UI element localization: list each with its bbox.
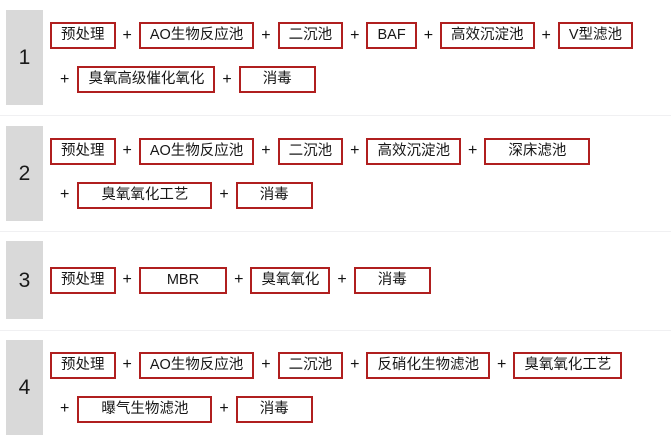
scheme-row: 2 预处理 + AO生物反应池 + 二沉池 + 高效沉淀池 + 深床滤池 + 臭… (0, 115, 671, 230)
step-box[interactable]: 消毒 (235, 181, 313, 209)
row-index-badge: 3 (6, 241, 43, 320)
plus-connector: + (122, 356, 132, 374)
row-index-cell: 3 (0, 231, 50, 330)
plus-connector: + (261, 26, 271, 44)
step-box[interactable]: 预处理 (50, 266, 116, 294)
step-box[interactable]: 二沉池 (277, 22, 344, 50)
step-box[interactable]: 臭氧氧化 (250, 266, 331, 294)
step-box[interactable]: 预处理 (50, 137, 116, 165)
step-box[interactable]: 高效沉淀池 (366, 137, 461, 165)
row-steps: 预处理 + MBR + 臭氧氧化 + 消毒 (50, 231, 671, 330)
row-steps: 预处理 + AO生物反应池 + 二沉池 + BAF + 高效沉淀池 + V型滤池… (50, 0, 671, 115)
plus-connector: + (122, 271, 132, 289)
row-index-cell: 1 (0, 0, 50, 115)
row-steps: 预处理 + AO生物反应池 + 二沉池 + 高效沉淀池 + 深床滤池 + 臭氧氧… (50, 115, 671, 230)
step-box[interactable]: AO生物反应池 (138, 137, 255, 165)
step-line: + 臭氧氧化工艺 + 消毒 (50, 173, 667, 217)
scheme-row: 3 预处理 + MBR + 臭氧氧化 + 消毒 (0, 230, 671, 330)
row-index-badge: 4 (6, 339, 43, 435)
plus-connector: + (122, 142, 132, 160)
step-box[interactable]: 臭氧氧化工艺 (513, 351, 623, 379)
plus-connector: + (219, 400, 229, 418)
step-box[interactable]: 预处理 (50, 22, 116, 50)
plus-connector: + (60, 186, 70, 204)
step-line: 预处理 + MBR + 臭氧氧化 + 消毒 (50, 258, 667, 302)
plus-connector: + (122, 26, 132, 44)
step-box[interactable]: BAF (366, 22, 417, 50)
step-box[interactable]: 消毒 (353, 266, 431, 294)
plus-connector: + (350, 356, 360, 374)
step-line: + 曝气生物滤池 + 消毒 (50, 387, 667, 431)
plus-connector: + (222, 70, 232, 88)
step-box[interactable]: 二沉池 (277, 137, 344, 165)
step-box[interactable]: 消毒 (238, 66, 316, 94)
plus-connector: + (60, 400, 70, 418)
plus-connector: + (261, 356, 271, 374)
plus-connector: + (60, 70, 70, 88)
step-box[interactable]: AO生物反应池 (138, 351, 255, 379)
row-index-badge: 1 (6, 10, 43, 106)
step-box[interactable]: AO生物反应池 (138, 22, 255, 50)
step-line: + 臭氧高级催化氧化 + 消毒 (50, 58, 667, 102)
step-box[interactable]: 曝气生物滤池 (77, 395, 213, 423)
row-index-badge: 2 (6, 125, 43, 221)
plus-connector: + (234, 271, 244, 289)
row-index-cell: 4 (0, 330, 50, 445)
plus-connector: + (219, 186, 229, 204)
row-index-cell: 2 (0, 115, 50, 230)
step-box[interactable]: 臭氧氧化工艺 (77, 181, 213, 209)
scheme-row: 1 预处理 + AO生物反应池 + 二沉池 + BAF + 高效沉淀池 + V型… (0, 0, 671, 115)
step-box[interactable]: 消毒 (235, 395, 313, 423)
step-box[interactable]: 二沉池 (277, 351, 344, 379)
step-box[interactable]: 高效沉淀池 (440, 22, 535, 50)
plus-connector: + (337, 271, 347, 289)
step-box[interactable]: MBR (138, 266, 228, 294)
plus-connector: + (467, 142, 478, 160)
plus-connector: + (541, 26, 551, 44)
step-box[interactable]: 反硝化生物滤池 (366, 351, 490, 379)
row-steps: 预处理 + AO生物反应池 + 二沉池 + 反硝化生物滤池 + 臭氧氧化工艺 +… (50, 330, 671, 445)
step-box[interactable]: 深床滤池 (484, 137, 591, 165)
plus-connector: + (261, 142, 271, 160)
plus-connector: + (350, 142, 360, 160)
plus-connector: + (423, 26, 434, 44)
scheme-row: 4 预处理 + AO生物反应池 + 二沉池 + 反硝化生物滤池 + 臭氧氧化工艺… (0, 329, 671, 445)
plus-connector: + (496, 356, 507, 374)
step-box[interactable]: 预处理 (50, 351, 116, 379)
step-line: 预处理 + AO生物反应池 + 二沉池 + 高效沉淀池 + 深床滤池 (50, 129, 667, 173)
step-line: 预处理 + AO生物反应池 + 二沉池 + 反硝化生物滤池 + 臭氧氧化工艺 (50, 343, 667, 387)
step-line: 预处理 + AO生物反应池 + 二沉池 + BAF + 高效沉淀池 + V型滤池 (50, 14, 667, 58)
step-box[interactable]: V型滤池 (557, 22, 634, 50)
plus-connector: + (350, 26, 360, 44)
step-box[interactable]: 臭氧高级催化氧化 (77, 66, 216, 94)
